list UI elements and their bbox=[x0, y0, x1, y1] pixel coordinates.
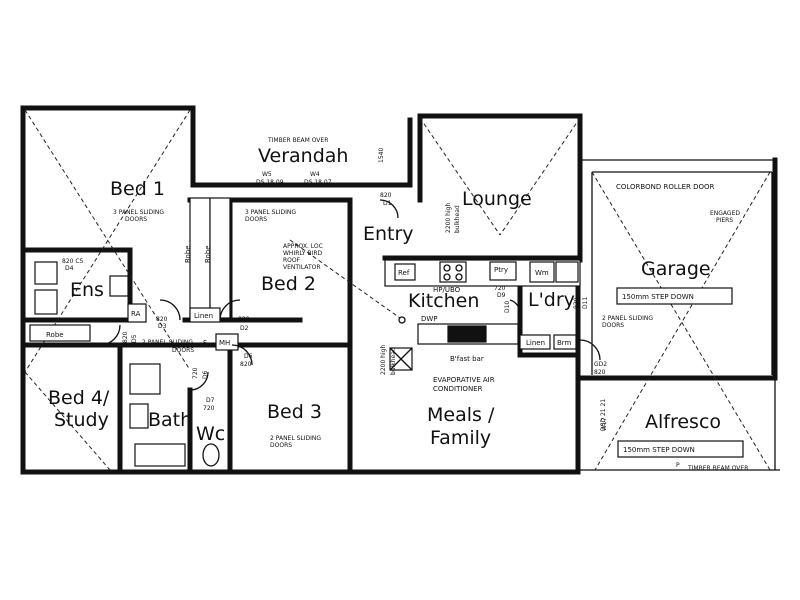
robe-label-1: Robe bbox=[184, 245, 192, 263]
note-2panel-ldry-doors: DOORS bbox=[602, 322, 624, 329]
room-ensuite: Ens bbox=[70, 279, 104, 301]
fixtures bbox=[29, 197, 744, 467]
hp-ubo-label: HP/UBO bbox=[433, 286, 461, 294]
door-820-d11: 820 bbox=[573, 297, 580, 309]
door-d1: D1 bbox=[383, 200, 392, 207]
note-bulkhead-d: bulkhead bbox=[390, 347, 397, 375]
note-bulkhead-b: bulkhead bbox=[454, 205, 461, 233]
note-1540: 1540 bbox=[378, 148, 385, 163]
note-colorbond: COLORBOND ROLLER DOOR bbox=[616, 183, 715, 191]
window-w17: W17 bbox=[601, 417, 608, 431]
note-piers: PIERS bbox=[716, 217, 733, 224]
note-ds1: DS 18 09 bbox=[256, 179, 284, 186]
door-d4: D4 bbox=[65, 265, 74, 272]
door-820-d5: 820 bbox=[122, 331, 129, 343]
door-720-d7: 720 bbox=[203, 405, 215, 412]
note-2panel-bed3: 2 PANEL SLIDING bbox=[270, 435, 321, 442]
ra-label: RA bbox=[131, 310, 141, 318]
room-labels: Bed 1 Verandah Lounge Garage Entry Bed 2… bbox=[48, 145, 721, 449]
room-bed2: Bed 2 bbox=[261, 273, 316, 295]
room-lounge: Lounge bbox=[462, 188, 532, 210]
note-bulkhead-a: 2200 high bbox=[445, 203, 452, 233]
robe-label-2: Robe bbox=[204, 245, 212, 263]
room-family: Family bbox=[430, 427, 491, 449]
note-p: P bbox=[676, 462, 680, 469]
door-d5: D5 bbox=[131, 334, 138, 343]
garage-outline bbox=[580, 171, 780, 471]
fixture-labels: Robe Robe Robe Linen Linen Brm Ref HP/UB… bbox=[46, 245, 572, 363]
note-w4: W4 bbox=[310, 171, 320, 178]
door-d6-label: D6 bbox=[244, 353, 253, 360]
note-timber-beam-top: TIMBER BEAM OVER bbox=[267, 137, 328, 144]
door-gd2: GD2 bbox=[594, 361, 607, 368]
note-2panel-ldry: 2 PANEL SLIDING bbox=[602, 315, 653, 322]
plan-notes: TIMBER BEAM OVER W5 W4 DS 18 09 DS 18 07… bbox=[113, 137, 748, 472]
note-engaged: ENGAGED bbox=[710, 210, 740, 217]
note-whirly-2: WHIRLY BIRD bbox=[283, 250, 323, 257]
door-d9: D9 bbox=[497, 292, 506, 299]
room-laundry: L'dry bbox=[528, 289, 575, 311]
door-dsd: DSD 21 21 bbox=[600, 399, 607, 431]
note-2panel-bed4: 2 PANEL SLIDING bbox=[142, 339, 193, 346]
door-swings bbox=[99, 199, 601, 391]
door-d2: D2 bbox=[240, 325, 249, 332]
door-820-c5: 820 C5 bbox=[62, 258, 84, 265]
linen-label-2: Linen bbox=[526, 339, 545, 347]
room-bath: Bath bbox=[148, 409, 192, 431]
door-820-d2: 820 bbox=[238, 316, 250, 323]
note-ds2: DS 18 07 bbox=[304, 179, 332, 186]
note-step-alfresco: 150mm STEP DOWN bbox=[623, 446, 695, 454]
note-whirly-3: ROOF bbox=[283, 257, 301, 264]
note-evap-2: CONDITIONER bbox=[433, 385, 483, 393]
door-820-d1: 820 bbox=[380, 192, 392, 199]
note-2panel-bed3-doors: DOORS bbox=[270, 442, 292, 449]
note-3panel-bed2: 3 PANEL SLIDING bbox=[245, 209, 296, 216]
door-720-d6: 720 bbox=[192, 367, 199, 379]
room-kitchen: Kitchen bbox=[408, 290, 479, 312]
note-bulkhead-c: 2200 high bbox=[380, 345, 387, 375]
door-d3: D3 bbox=[158, 323, 167, 330]
mh-label: MH bbox=[219, 339, 230, 347]
dwp-label: DWP bbox=[421, 315, 438, 323]
room-bed4: Bed 4/ bbox=[48, 387, 110, 409]
door-d6-820: 820 bbox=[240, 361, 252, 368]
note-whirly-4: VENTILATOR bbox=[283, 264, 321, 271]
robe-label-3: Robe bbox=[46, 331, 64, 339]
door-d10: D10 bbox=[504, 301, 511, 313]
note-step-garage: 150mm STEP DOWN bbox=[622, 293, 694, 301]
room-wc: Wc bbox=[196, 423, 225, 445]
fridge-label: Ref bbox=[398, 269, 410, 277]
door-d11: D11 bbox=[582, 297, 589, 309]
broom-label: Brm bbox=[557, 339, 572, 347]
note-3panel-bed1: 3 PANEL SLIDING bbox=[113, 209, 164, 216]
room-garage: Garage bbox=[641, 258, 711, 280]
door-720-d9: 720 bbox=[494, 285, 506, 292]
washing-machine-label: Wm bbox=[535, 269, 549, 277]
note-timber-beam-bottom: TIMBER BEAM OVER bbox=[687, 465, 748, 472]
room-bed1: Bed 1 bbox=[110, 178, 165, 200]
room-study: Study bbox=[54, 409, 109, 431]
pantry-label: Ptry bbox=[494, 266, 508, 274]
note-w5: W5 bbox=[262, 171, 272, 178]
note-whirly-1: APPROX. LOC bbox=[283, 243, 323, 250]
door-d6: D6 bbox=[202, 370, 209, 379]
note-3panel-bed1-doors: DOORS bbox=[125, 216, 147, 223]
note-3panel-bed2-doors: DOORS bbox=[245, 216, 267, 223]
bfast-bar-label: B'fast bar bbox=[450, 355, 484, 363]
door-820-d3: 820 bbox=[156, 316, 168, 323]
note-2panel-bed4-doors: DOORS bbox=[172, 347, 194, 354]
door-d7: D7 bbox=[206, 397, 215, 404]
door-gd2-820: 820 bbox=[594, 369, 606, 376]
room-alfresco: Alfresco bbox=[645, 411, 721, 433]
door-tags: 820 D1 820 C5 D4 820 D3 820 D2 820 D5 72… bbox=[62, 192, 608, 431]
room-verandah: Verandah bbox=[258, 145, 348, 167]
room-entry: Entry bbox=[363, 223, 414, 245]
room-bed3: Bed 3 bbox=[267, 401, 322, 423]
linen-label-1: Linen bbox=[194, 312, 213, 320]
note-evap-1: EVAPORATIVE AIR bbox=[433, 376, 495, 384]
smoke-detector-label: S bbox=[203, 339, 208, 347]
room-meals: Meals / bbox=[427, 404, 495, 426]
roof-lines bbox=[24, 109, 771, 471]
